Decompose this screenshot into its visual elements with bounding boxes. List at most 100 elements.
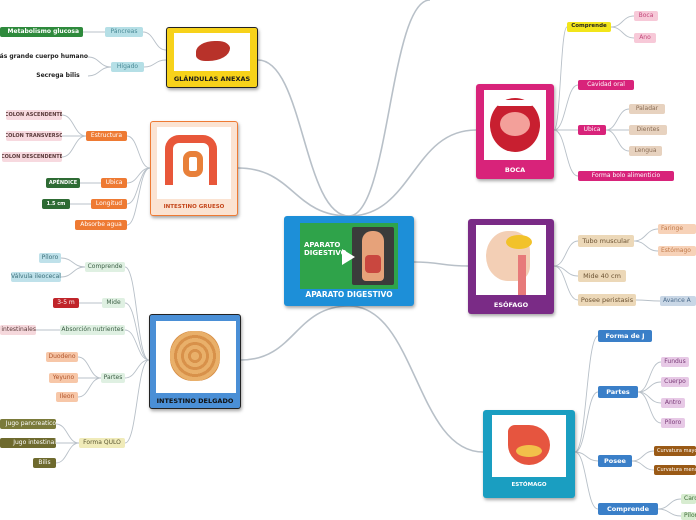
curvatura-mayor-node[interactable]: Curvatura mayor xyxy=(654,446,696,456)
connector-line xyxy=(574,391,599,453)
connector-line xyxy=(635,299,661,302)
absorcion-node[interactable]: Absorción nutrientes xyxy=(60,325,125,335)
glandulas-anexas-topic[interactable]: GLÁNDULAS ANEXAS xyxy=(166,27,258,88)
partes-estomago-node[interactable]: Partes xyxy=(598,386,638,398)
curvatura-menor-node[interactable]: Curvatura menor xyxy=(654,465,696,475)
grueso-label: INTESTINO GRUESO xyxy=(163,204,225,210)
antro-node[interactable]: Antro xyxy=(661,398,685,408)
glandulas-label: GLÁNDULAS ANEXAS xyxy=(173,75,251,83)
cardias-node[interactable]: Cardias xyxy=(681,494,696,504)
connector-line xyxy=(61,135,87,158)
estomago-topic[interactable]: ESTÓMAGO xyxy=(483,410,575,498)
dientes-node[interactable]: Dientes xyxy=(629,125,667,135)
connector-line xyxy=(55,423,80,444)
longitud-value-node[interactable]: 1.5 cm xyxy=(42,199,70,209)
estomago-label: ESTÓMAGO xyxy=(511,482,547,488)
jugo-pancreatico-node[interactable]: Jugo pancreatico xyxy=(0,419,56,429)
connector-line xyxy=(631,460,655,471)
paredes-node[interactable]: Paredes intestinales xyxy=(0,325,36,335)
connector-line xyxy=(124,329,150,361)
absorbe-agua-node[interactable]: Absorbe agua xyxy=(75,220,127,230)
colon-icon xyxy=(165,135,217,185)
estructura-node[interactable]: Estructura xyxy=(86,131,127,141)
connector-line xyxy=(574,335,599,453)
mide-delgado-value-node[interactable]: 3-5 m xyxy=(53,298,79,308)
connector-line xyxy=(637,361,662,393)
faringe-node[interactable]: Faringe xyxy=(658,224,696,234)
metabolismo-node[interactable]: Metabolismo glucosa xyxy=(0,27,83,37)
forma-j-node[interactable]: Forma de J xyxy=(598,330,652,342)
pancreas-node[interactable]: Páncreas xyxy=(105,27,143,37)
higado-node[interactable]: Hígado xyxy=(111,62,144,72)
bilis-delgado-node[interactable]: Bilis xyxy=(33,458,56,468)
estomago-esofago-node[interactable]: Estómago xyxy=(658,246,696,256)
mide-delgado-node[interactable]: Mide xyxy=(102,298,125,308)
mouth-image xyxy=(484,90,546,160)
cavidad-oral-node[interactable]: Cavidad oral xyxy=(578,80,634,90)
yeyuno-node[interactable]: Yeyuno xyxy=(49,373,78,383)
posee-peristasis-node[interactable]: Posee peristasis xyxy=(578,294,636,306)
ano-node[interactable]: Ano xyxy=(634,33,656,43)
posee-estomago-node[interactable]: Posee xyxy=(598,455,632,467)
connector-line xyxy=(348,129,477,217)
connector-line xyxy=(61,114,87,137)
connector-line xyxy=(124,359,150,444)
connector-line xyxy=(87,66,112,77)
small-intestine-image xyxy=(156,321,236,393)
connector-line xyxy=(55,442,80,464)
jugo-intestinal-node[interactable]: Jugo intestinal xyxy=(0,438,56,448)
ileon-node[interactable]: Ileon xyxy=(56,392,78,402)
fundus-node[interactable]: Fundus xyxy=(661,357,689,367)
small-intestine-icon xyxy=(170,331,220,381)
tubo-muscular-node[interactable]: Tubo muscular xyxy=(578,235,634,247)
esofago-label: ESÓFAGO xyxy=(493,301,529,309)
connector-line xyxy=(240,305,350,361)
apendice-node[interactable]: APÉNDICE xyxy=(46,178,80,188)
connector-line xyxy=(631,450,655,462)
valvula-node[interactable]: Válvula ileocecal xyxy=(11,272,61,282)
piloro-estomago-node[interactable]: Píloro xyxy=(661,418,685,428)
boca-sub-node[interactable]: Boca xyxy=(634,11,658,21)
forma-qulo-node[interactable]: Forma QULO xyxy=(79,438,125,448)
connector-line xyxy=(553,84,579,131)
boca-topic[interactable]: BOCA xyxy=(476,84,554,179)
connector-line xyxy=(126,135,151,169)
connector-line xyxy=(637,381,662,393)
piloro-estomago-2-node[interactable]: Píloro xyxy=(681,512,696,520)
play-icon[interactable] xyxy=(342,249,355,265)
forma-bolo-node[interactable]: Forma bolo alimenticio xyxy=(578,171,674,181)
colon-descendente-node[interactable]: COLON DESCENDENTE xyxy=(2,152,62,162)
duodeno-node[interactable]: Duodeno xyxy=(46,352,78,362)
intestino-grueso-topic[interactable]: INTESTINO GRUESO xyxy=(150,121,238,216)
connector-line xyxy=(605,129,630,152)
paladar-node[interactable]: Paladar xyxy=(629,104,665,114)
ubica-grueso-node[interactable]: Ubica xyxy=(101,178,127,188)
piloro-delgado-node[interactable]: Píloro xyxy=(39,253,61,263)
comprende-estomago-node[interactable]: Comprende xyxy=(598,503,658,515)
connector-line xyxy=(553,265,579,301)
connector-line xyxy=(60,266,86,278)
connector-line xyxy=(574,451,599,510)
liver-image xyxy=(174,33,250,71)
partes-delgado-node[interactable]: Partes xyxy=(101,373,125,383)
center-topic[interactable]: APARATO DIGESTIVO APARATO DIGESTIVO xyxy=(284,216,414,306)
mide-esofago-node[interactable]: Mide 40 cm xyxy=(578,270,626,282)
colon-transverso-node[interactable]: COLON TRANSVERSO xyxy=(6,131,62,141)
comprende-boca-node[interactable]: Comprende xyxy=(567,22,611,32)
intestino-delgado-topic[interactable]: INTESTINO DELGADO xyxy=(149,314,241,409)
esofago-topic[interactable]: ESÓFAGO xyxy=(468,219,554,314)
connector-line xyxy=(77,356,102,379)
cuerpo-node[interactable]: Cuerpo xyxy=(661,377,689,387)
grande-node[interactable]: Más grande cuerpo humano xyxy=(0,53,88,60)
comprende-delgado-node[interactable]: Comprende xyxy=(85,262,125,272)
connector-line xyxy=(348,0,431,217)
lengua-node[interactable]: Lengua xyxy=(629,146,662,156)
ubica-boca-node[interactable]: Ubica xyxy=(578,125,606,135)
bilis-node[interactable]: Secrega bilis xyxy=(36,72,80,79)
connector-line xyxy=(77,377,102,398)
longitud-node[interactable]: Longitud xyxy=(91,199,127,209)
colon-ascendente-node[interactable]: COLON ASCENDENTE xyxy=(6,110,62,120)
avance-node[interactable]: Avance A xyxy=(660,296,696,306)
connector-line xyxy=(142,31,167,51)
stomach-image xyxy=(492,415,566,477)
